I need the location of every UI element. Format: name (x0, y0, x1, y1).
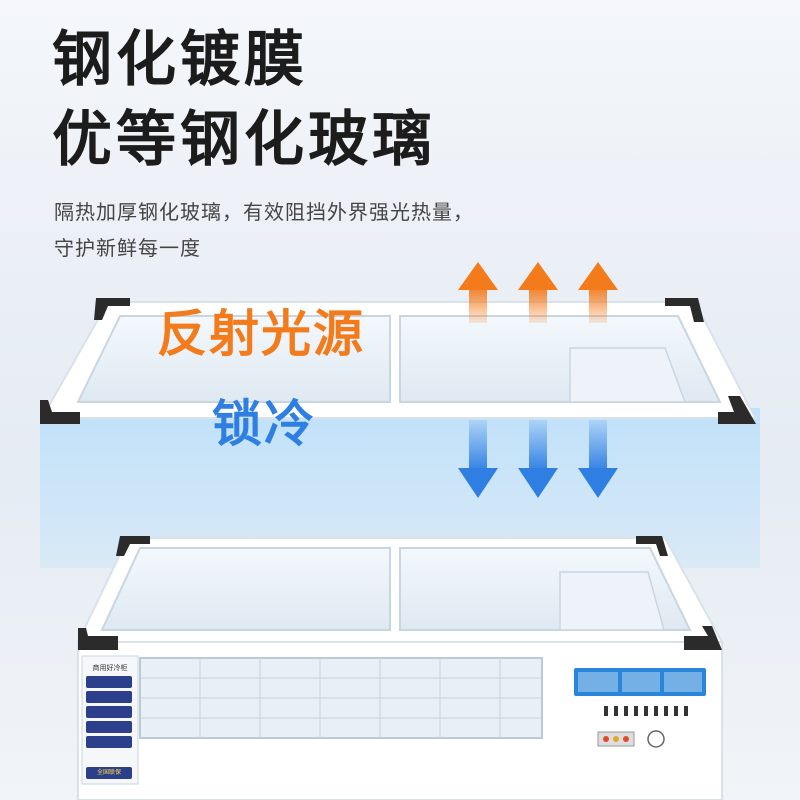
reflect-light-label: 反射光源 (157, 305, 365, 363)
arrow-up-icon (518, 262, 558, 323)
arrow-up-icon (458, 262, 498, 323)
panel-tag (86, 721, 132, 733)
lock-cold-label: 锁冷 (212, 395, 316, 453)
description-line2: 守护新鲜每一度 (54, 236, 201, 260)
headline-line1: 钢化镀膜 (52, 25, 308, 95)
arrow-down-icon (458, 420, 498, 498)
corner-cap-icon (116, 536, 150, 556)
thermostat-knob-icon (647, 730, 665, 748)
headline-line2: 优等钢化玻璃 (52, 105, 436, 175)
panel-tag (86, 691, 132, 703)
glass-lid (40, 298, 757, 424)
vent-grille (604, 706, 688, 716)
arrow-up-icon (578, 262, 618, 323)
corner-cap-icon (718, 396, 756, 424)
corner-cap-icon (94, 298, 130, 320)
arrow-down-icon (578, 420, 618, 498)
arrow-down-icon (518, 420, 558, 498)
cold-arrows (458, 420, 618, 498)
freezer-panel-title: 商用好冷柜 (92, 664, 128, 672)
panel-tag (86, 736, 132, 748)
warranty-badge: 全国联保 (86, 767, 132, 779)
corner-cap-icon (40, 400, 80, 424)
description-line1: 隔热加厚钢化玻璃，有效阻挡外界强光热量， (54, 200, 474, 224)
feature-sticker (574, 668, 706, 696)
panel-tag (86, 706, 132, 718)
reflect-arrows (458, 262, 618, 323)
corner-cap-icon (684, 626, 722, 650)
corner-cap-icon (78, 628, 118, 650)
corner-cap-icon (665, 298, 704, 322)
corner-cap-icon (636, 536, 668, 556)
snowflake-icon (578, 672, 618, 692)
freezer-body (76, 536, 724, 800)
panel-tag (86, 676, 132, 688)
badge-icon (622, 672, 660, 692)
freezer-panel-tags (86, 676, 132, 751)
fish-icon (664, 672, 702, 692)
